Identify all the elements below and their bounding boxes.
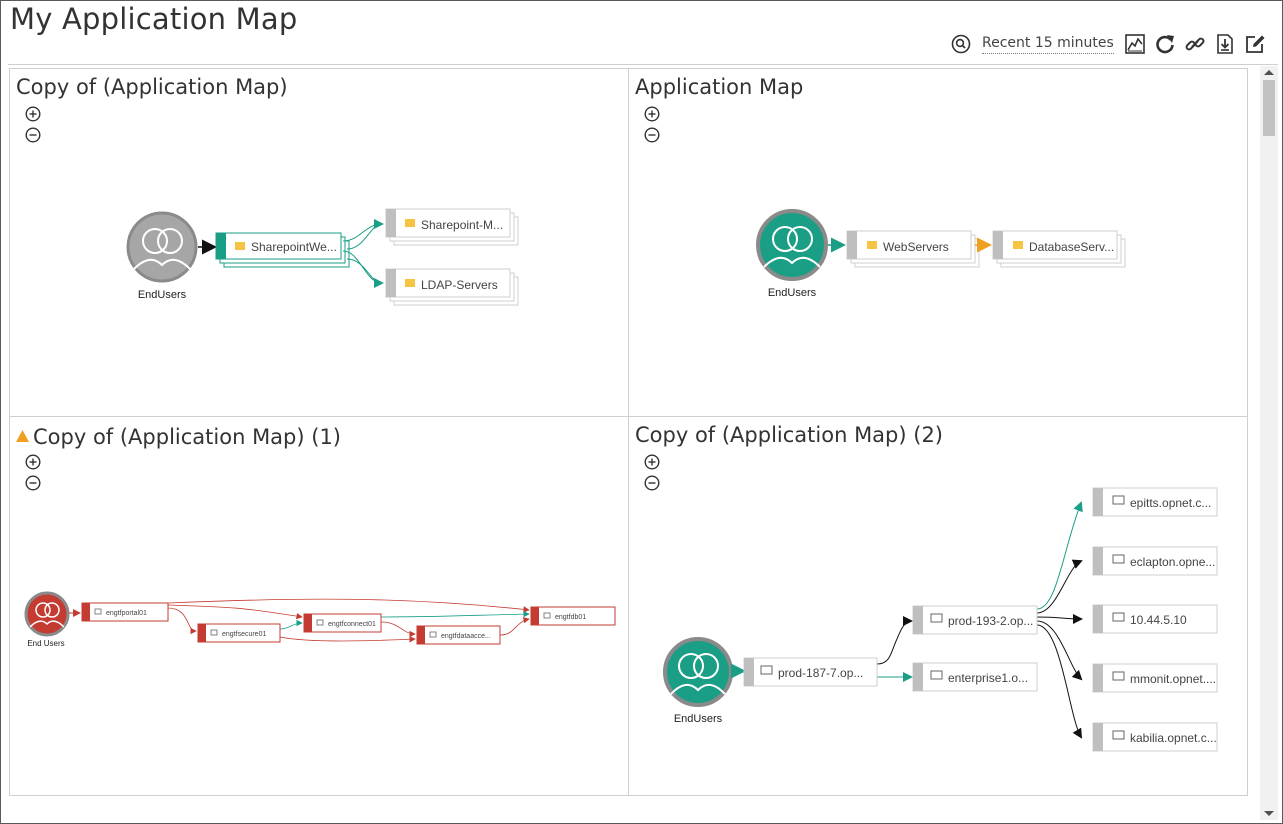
- server-node-mmonit[interactable]: mmonit.opnet....: [1092, 663, 1218, 693]
- group-node-webservers[interactable]: WebServers: [846, 230, 980, 268]
- endusers-node[interactable]: EndUsers: [663, 637, 733, 725]
- zoom-out-icon[interactable]: [25, 127, 41, 143]
- folder-icon: [405, 279, 415, 287]
- server-icon: [210, 629, 218, 636]
- group-node-databaseservers[interactable]: DatabaseServ...: [992, 230, 1126, 268]
- svg-text:10.44.5.10: 10.44.5.10: [1130, 613, 1187, 627]
- panel-title: Application Map: [635, 75, 804, 99]
- svg-text:engtfportal01: engtfportal01: [106, 610, 147, 617]
- svg-text:DatabaseServ...: DatabaseServ...: [1029, 240, 1114, 254]
- server-icon: [1112, 612, 1125, 622]
- panel-copy-of-application-map: EndUsers SharepointWe... Sharep: [9, 68, 629, 417]
- svg-text:prod-193-2.op...: prod-193-2.op...: [948, 614, 1033, 628]
- time-range-selector[interactable]: Recent 15 minutes: [982, 35, 1114, 54]
- vertical-scrollbar[interactable]: [1260, 66, 1278, 820]
- svg-text:kabilia.opnet.c...: kabilia.opnet.c...: [1130, 731, 1217, 745]
- endusers-node[interactable]: EndUsers: [756, 209, 828, 299]
- server-node-engtfdb01[interactable]: engtfdb01: [530, 606, 616, 626]
- server-node-kabilia[interactable]: kabilia.opnet.c...: [1092, 722, 1218, 752]
- group-node-sharepoint-m[interactable]: Sharepoint-M...: [385, 208, 519, 246]
- zoom-in-icon[interactable]: [25, 106, 41, 122]
- download-icon[interactable]: [1214, 33, 1236, 55]
- zoom-in-icon[interactable]: [644, 454, 660, 470]
- scroll-thumb[interactable]: [1263, 80, 1275, 136]
- dashboard-grid: EndUsers SharepointWe... Sharep: [9, 68, 1248, 796]
- folder-icon: [1013, 241, 1023, 249]
- panel-title: Copy of (Application Map) (1): [16, 423, 341, 449]
- refresh-icon[interactable]: [1154, 33, 1176, 55]
- svg-text:engtfconnect01: engtfconnect01: [328, 621, 376, 628]
- header-divider: [8, 64, 1278, 65]
- group-node-ldap-servers[interactable]: LDAP-Servers: [385, 268, 519, 306]
- svg-text:Sharepoint-M...: Sharepoint-M...: [421, 218, 503, 232]
- zoom-in-icon[interactable]: [25, 454, 41, 470]
- panel-copy-of-application-map-1: End Users engtfportal01: [9, 416, 629, 796]
- server-icon: [760, 665, 773, 675]
- endusers-node[interactable]: EndUsers: [126, 211, 198, 301]
- folder-icon: [405, 219, 415, 227]
- folder-icon: [867, 241, 877, 249]
- svg-text:engtfdb01: engtfdb01: [555, 614, 586, 621]
- group-node-sharepointweb[interactable]: SharepointWe...: [215, 232, 350, 268]
- server-icon: [930, 613, 943, 623]
- server-node-enterprise1[interactable]: enterprise1.o...: [912, 662, 1038, 692]
- server-node-engtfdataaccess[interactable]: engtfdataacce...: [416, 625, 501, 645]
- folder-icon: [235, 242, 245, 250]
- warning-icon: [16, 423, 29, 447]
- panel-copy-of-application-map-2: EndUsers prod-187-7.op...: [628, 416, 1248, 796]
- server-node-prod-193-2[interactable]: prod-193-2.op...: [912, 605, 1038, 635]
- panel-title: Copy of (Application Map): [16, 75, 288, 99]
- svg-text:LDAP-Servers: LDAP-Servers: [421, 278, 498, 292]
- toolbar: Recent 15 minutes: [950, 30, 1266, 58]
- map-canvas[interactable]: End Users engtfportal01: [10, 417, 628, 795]
- zoom-in-icon[interactable]: [644, 106, 660, 122]
- svg-text:enterprise1.o...: enterprise1.o...: [948, 671, 1028, 685]
- link-icon[interactable]: [1184, 33, 1206, 55]
- svg-text:prod-187-7.op...: prod-187-7.op...: [778, 666, 863, 680]
- server-icon: [1112, 730, 1125, 740]
- server-icon: [94, 608, 102, 615]
- server-icon: [1112, 495, 1125, 505]
- search-icon[interactable]: [950, 33, 972, 55]
- zoom-out-icon[interactable]: [644, 475, 660, 491]
- page-title: My Application Map: [10, 2, 298, 36]
- svg-text:engtfdataacce...: engtfdataacce...: [441, 633, 491, 640]
- server-node-eclapton[interactable]: eclapton.opne...: [1092, 546, 1218, 576]
- server-icon: [1112, 671, 1125, 681]
- svg-text:SharepointWe...: SharepointWe...: [251, 240, 337, 254]
- zoom-out-icon[interactable]: [644, 127, 660, 143]
- map-canvas[interactable]: EndUsers SharepointWe... Sharep: [10, 69, 628, 416]
- panel-title: Copy of (Application Map) (2): [635, 423, 943, 447]
- endusers-node[interactable]: End Users: [24, 591, 70, 648]
- svg-text:eclapton.opne...: eclapton.opne...: [1130, 555, 1215, 569]
- map-canvas[interactable]: EndUsers WebServers DatabaseServ...: [629, 69, 1247, 416]
- chart-icon[interactable]: [1124, 33, 1146, 55]
- server-node-engtfportal01[interactable]: engtfportal01: [81, 602, 169, 622]
- endusers-label: EndUsers: [138, 289, 187, 301]
- svg-text:mmonit.opnet....: mmonit.opnet....: [1130, 672, 1216, 686]
- svg-text:epitts.opnet.c...: epitts.opnet.c...: [1130, 496, 1211, 510]
- server-node-epitts[interactable]: epitts.opnet.c...: [1092, 487, 1218, 517]
- svg-text:WebServers: WebServers: [883, 240, 949, 254]
- server-icon: [429, 631, 437, 638]
- zoom-out-icon[interactable]: [25, 475, 41, 491]
- server-icon: [930, 670, 943, 680]
- server-icon: [543, 612, 551, 619]
- server-node-10-44-5-10[interactable]: 10.44.5.10: [1092, 604, 1218, 634]
- server-icon: [1112, 554, 1125, 564]
- server-node-prod-187-7[interactable]: prod-187-7.op...: [743, 657, 878, 687]
- panel-application-map: EndUsers WebServers DatabaseServ...: [628, 68, 1248, 417]
- server-node-engtfconnect01[interactable]: engtfconnect01: [303, 613, 382, 633]
- scroll-down-arrow[interactable]: [1264, 811, 1274, 816]
- edit-icon[interactable]: [1244, 33, 1266, 55]
- map-canvas[interactable]: EndUsers prod-187-7.op...: [629, 417, 1247, 795]
- server-icon: [316, 619, 324, 626]
- svg-text:engtfsecure01: engtfsecure01: [222, 631, 266, 638]
- svg-text:EndUsers: EndUsers: [674, 713, 723, 725]
- scroll-up-arrow[interactable]: [1264, 70, 1274, 75]
- svg-text:EndUsers: EndUsers: [768, 287, 817, 299]
- server-node-engtfsecure01[interactable]: engtfsecure01: [197, 623, 281, 643]
- svg-text:End Users: End Users: [27, 639, 64, 648]
